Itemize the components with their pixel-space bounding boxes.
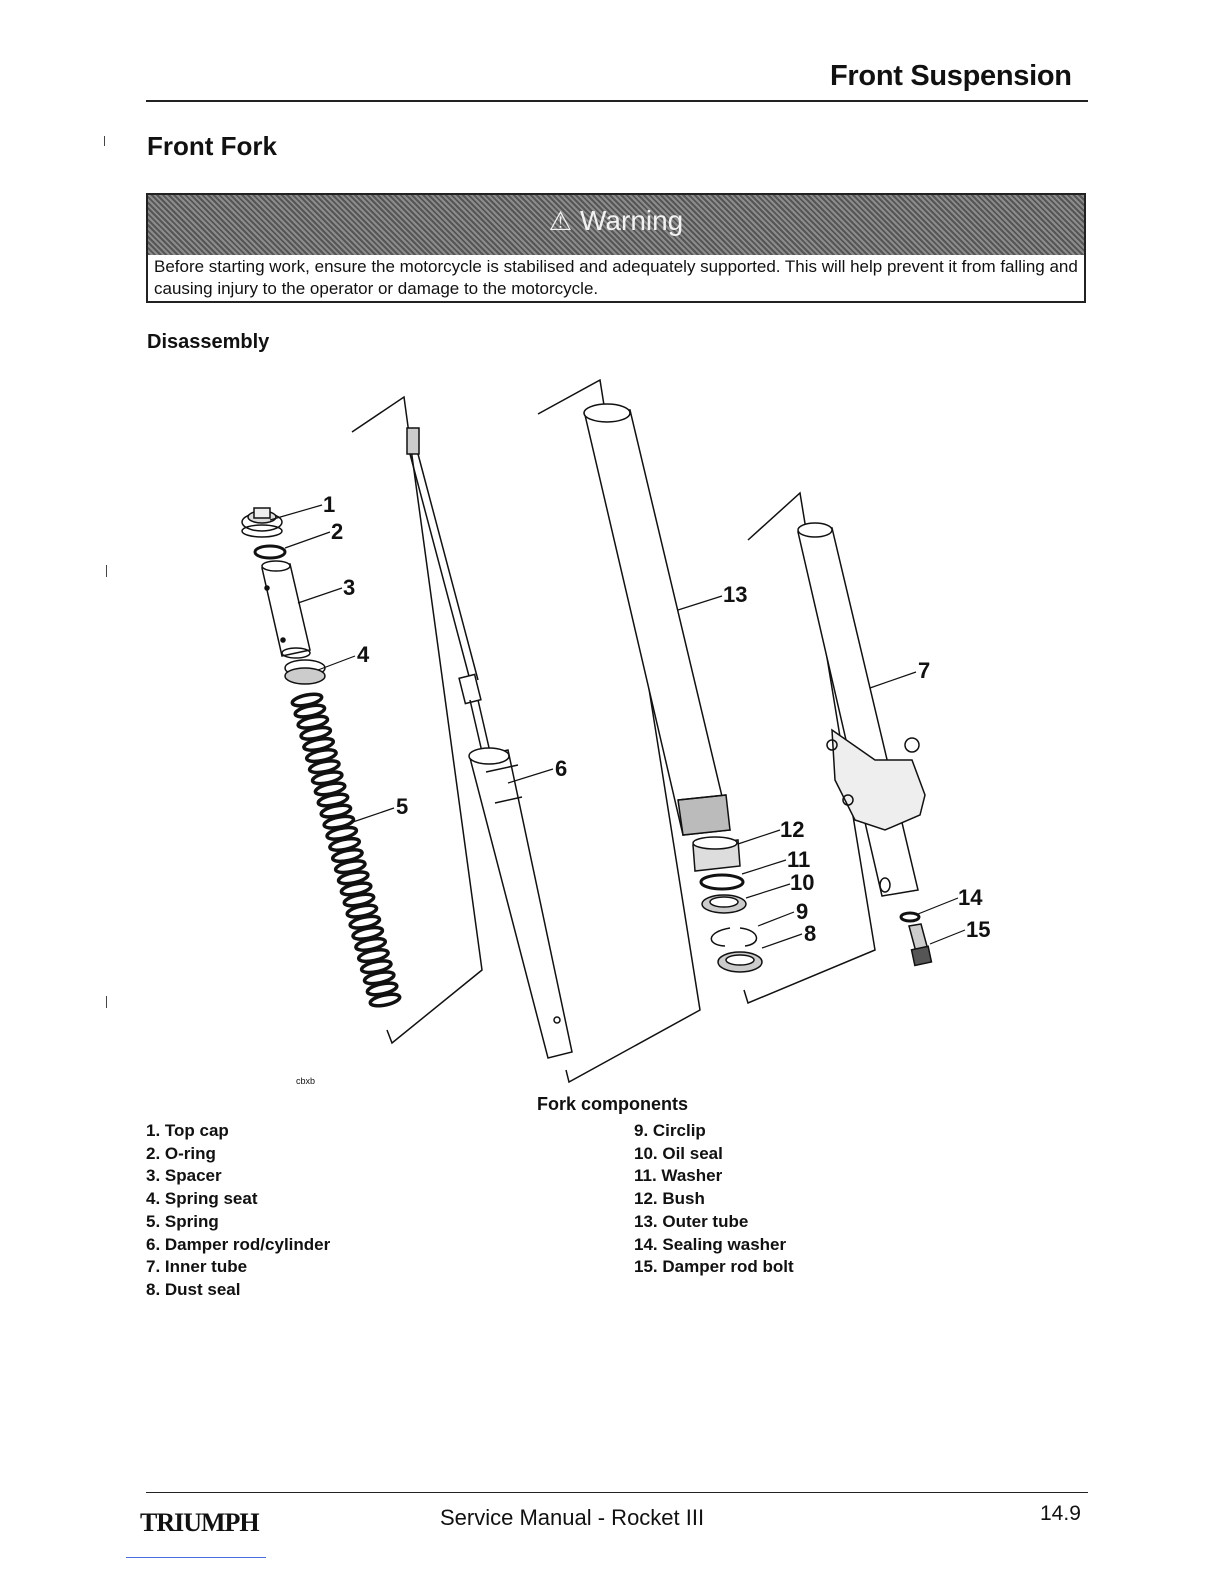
link-underline <box>126 1557 266 1558</box>
frame-inner-tube <box>743 491 876 1005</box>
figure-caption: Fork components <box>537 1094 689 1114</box>
spring-coil <box>368 992 402 1008</box>
callout-14: 14 <box>958 885 983 910</box>
spring <box>290 692 402 1008</box>
header-rule <box>146 100 1088 102</box>
list-item: 10. Oil seal <box>634 1143 723 1163</box>
margin-mark <box>106 996 107 1008</box>
list-item: 6. Damper rod/cylinder <box>146 1234 331 1254</box>
manual-title: Service Manual - Rocket III <box>440 1505 705 1530</box>
callout-1: 1 <box>323 492 335 517</box>
frame-outer-tube <box>537 378 701 1084</box>
components-list-right: 9. Circlip 10. Oil seal 11. Washer 12. B… <box>634 1120 794 1279</box>
section-title: Front Suspension <box>830 60 1072 92</box>
list-item: 13. Outer tube <box>634 1211 749 1231</box>
dust-seal <box>717 951 763 973</box>
callout-3: 3 <box>343 575 355 600</box>
callout-8: 8 <box>804 921 816 946</box>
warning-title: Warning <box>580 205 684 236</box>
callout-13: 13 <box>723 582 747 607</box>
brand-logo: TRIUMPH <box>140 1508 260 1537</box>
damper-rod-bolt <box>908 923 933 967</box>
list-item: 15. Damper rod bolt <box>634 1257 794 1277</box>
list-item: 4. Spring seat <box>146 1189 258 1209</box>
warning-text: Before starting work, ensure the motorcy… <box>154 257 1078 298</box>
warning-header: ⚠Warning <box>148 195 1084 255</box>
inner-tube <box>797 522 926 897</box>
fork-exploded-diagram: 1 2 3 4 5 6 7 8 9 10 11 12 13 14 15 <box>241 378 990 1084</box>
callout-9: 9 <box>796 899 808 924</box>
list-item: 11. Washer <box>634 1166 723 1186</box>
callout-15: 15 <box>966 917 990 942</box>
footer-rule <box>146 1492 1088 1493</box>
washer <box>699 873 745 891</box>
outer-tube <box>583 403 731 836</box>
sealing-washer <box>899 911 921 923</box>
circlip <box>710 927 758 947</box>
spacer <box>261 560 311 659</box>
list-item: 14. Sealing washer <box>634 1234 787 1254</box>
page-number: 14.9 <box>1040 1502 1081 1525</box>
list-item: 5. Spring <box>146 1211 219 1231</box>
bush <box>692 836 741 872</box>
callout-5: 5 <box>396 794 408 819</box>
list-item: 9. Circlip <box>634 1121 706 1140</box>
page-heading: Front Fork <box>147 131 277 161</box>
disassembly-heading: Disassembly <box>147 331 270 353</box>
list-item: 7. Inner tube <box>146 1257 248 1277</box>
warning-box: ⚠Warning Before starting work, ensure th… <box>146 193 1086 303</box>
list-item: 3. Spacer <box>146 1166 222 1186</box>
list-item: 2. O-ring <box>146 1143 216 1163</box>
spring-seat <box>284 659 326 685</box>
callout-11: 11 <box>787 847 810 872</box>
margin-mark <box>104 136 105 146</box>
oil-seal <box>701 894 747 914</box>
top-cap <box>241 507 283 538</box>
list-item: 8. Dust seal <box>146 1279 241 1299</box>
warning-triangle-icon: ⚠ <box>548 206 573 236</box>
callout-6: 6 <box>555 756 567 781</box>
callout-2: 2 <box>331 519 343 544</box>
figure-ref-code: cbxb <box>296 1076 316 1086</box>
o-ring <box>253 544 287 560</box>
frame-damper <box>351 395 483 1045</box>
margin-mark <box>106 565 107 577</box>
list-item: 1. Top cap <box>146 1121 229 1140</box>
callout-10: 10 <box>790 870 814 895</box>
callout-7: 7 <box>918 658 930 683</box>
callout-12: 12 <box>780 817 804 842</box>
components-list-left: 1. Top cap 2. O-ring 3. Spacer 4. Spring… <box>146 1120 330 1302</box>
callout-4: 4 <box>357 642 370 667</box>
list-item: 12. Bush <box>634 1189 705 1209</box>
damper-rod <box>406 427 573 1059</box>
